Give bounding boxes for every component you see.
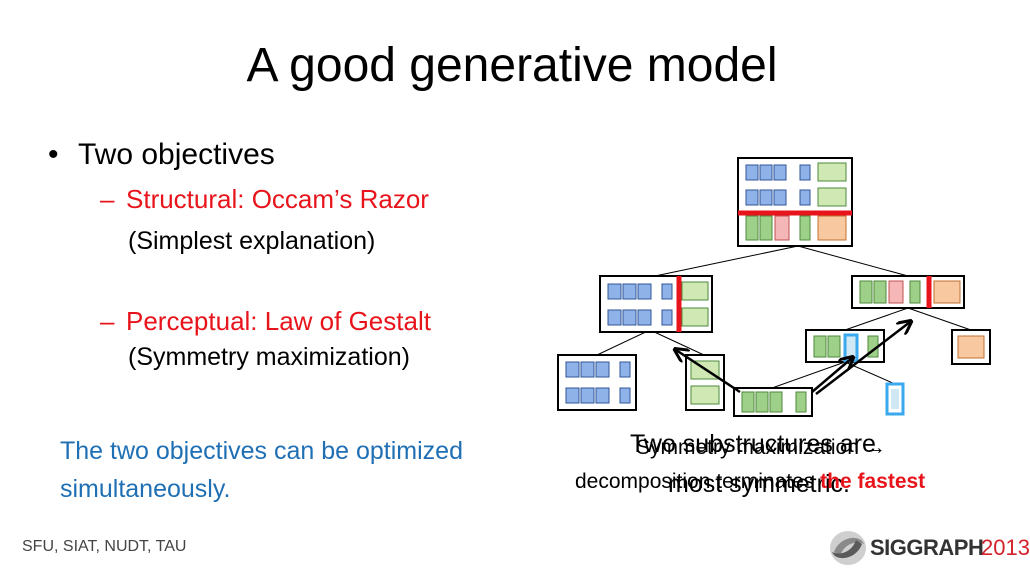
- sub-perceptual-label: Perceptual: Law of Gestalt: [126, 306, 431, 336]
- sub-structural: –Structural: Occam’s Razor: [100, 184, 429, 215]
- caption-decomposition: decomposition terminates the fastest: [575, 470, 925, 494]
- dash-icon: –: [100, 184, 115, 214]
- slide-title: A good generative model: [246, 39, 778, 92]
- logo-wordmark: SIGGRAPH: [870, 535, 984, 560]
- cyan-single-box: [885, 382, 905, 416]
- left-structure-box: [599, 275, 713, 333]
- caption-decomposition-text: decomposition terminates: [575, 470, 815, 493]
- tree-edges: [596, 245, 972, 389]
- blue-blocks-box: [557, 354, 637, 411]
- sub-structural-note: (Simplest explanation): [128, 227, 376, 255]
- bullet-text: Two objectives: [78, 138, 275, 171]
- root-structure-box: [737, 157, 853, 247]
- orange-block-box: [951, 329, 991, 365]
- sub-structural-label: Structural: Occam’s Razor: [126, 184, 429, 214]
- siggraph-logo: SIGGRAPH 2013: [826, 526, 1030, 570]
- caption-fastest: the fastest: [820, 470, 926, 493]
- footer-affiliations: SFU, SIAT, NUDT, TAU: [22, 538, 187, 555]
- conclusion-text: The two objectives can be optimized simu…: [60, 432, 463, 508]
- sub-perceptual-note: (Symmetry maximization): [128, 343, 410, 371]
- bullet-dot-icon: •: [48, 138, 59, 171]
- siggraph-swirl-icon: [830, 531, 866, 565]
- conclusion-line1: The two objectives can be optimized: [60, 437, 463, 465]
- green-pair-box: [685, 354, 725, 411]
- bullet-two-objectives: • Two objectives: [48, 138, 275, 172]
- dash-icon: –: [100, 306, 115, 336]
- caption-symmetry-max: Symmetry maximization →: [636, 436, 886, 459]
- caption-symmetric-line1: Two substructures are: [630, 430, 876, 458]
- symmetry-arrows: [676, 322, 910, 395]
- bottom-green-row-box: [733, 387, 813, 417]
- sub-perceptual: –Perceptual: Law of Gestalt: [100, 306, 431, 337]
- green-row-box: [805, 329, 885, 363]
- caption-symmetric-line2: most symmetric.: [668, 470, 850, 498]
- right-structure-box: [851, 275, 965, 309]
- logo-year: 2013: [981, 535, 1030, 560]
- conclusion-line2: simultaneously.: [60, 475, 231, 503]
